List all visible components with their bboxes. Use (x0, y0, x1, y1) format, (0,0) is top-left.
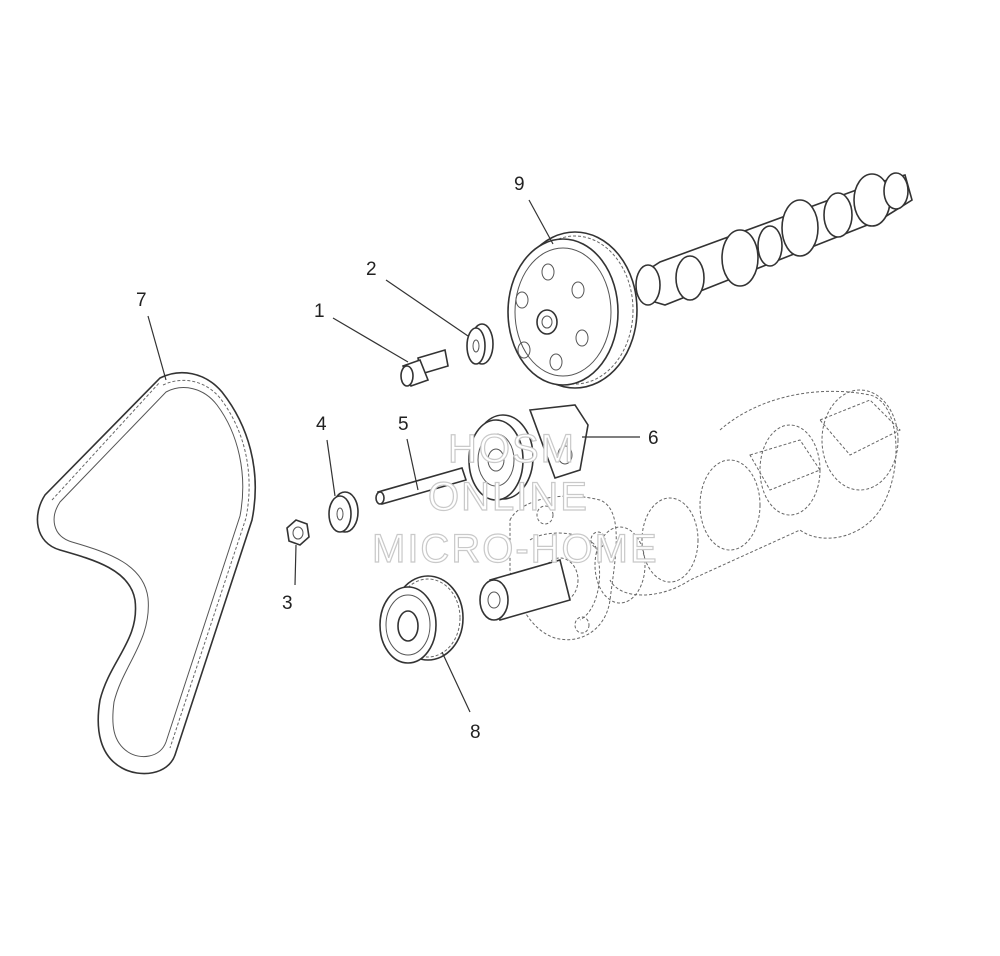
callout-4: 4 (316, 414, 327, 435)
callout-8: 8 (470, 722, 481, 743)
camshaft-pulley (507, 231, 638, 389)
callout-9: 9 (514, 174, 525, 195)
callout-labels: 1 2 3 4 5 6 7 8 9 (136, 174, 659, 743)
tensioner-nut (286, 519, 310, 546)
watermark-line-3: MICRO-HOME (372, 527, 659, 571)
callout-1: 1 (314, 301, 325, 322)
watermark-line-1: HOSM (448, 427, 576, 471)
leader-lines (147, 199, 640, 713)
crankshaft-sprocket (379, 575, 464, 664)
callout-7: 7 (136, 290, 147, 311)
watermark: HOSM ONLINE MICRO-HOME (371, 426, 659, 571)
timing-belt (36, 371, 256, 775)
tensioner-washer (328, 491, 359, 533)
callout-5: 5 (398, 414, 409, 435)
pulley-washer (466, 323, 494, 365)
tensioner-stud (375, 467, 468, 505)
crankshaft (594, 389, 901, 604)
callout-3: 3 (282, 593, 293, 614)
watermark-line-2: ONLINE (428, 475, 589, 519)
callout-2: 2 (366, 259, 377, 280)
belt-tensioner (468, 404, 589, 501)
callout-6: 6 (648, 428, 659, 449)
crankshaft-nose (479, 559, 571, 621)
pulley-bolt (400, 348, 449, 388)
camshaft (635, 172, 913, 306)
